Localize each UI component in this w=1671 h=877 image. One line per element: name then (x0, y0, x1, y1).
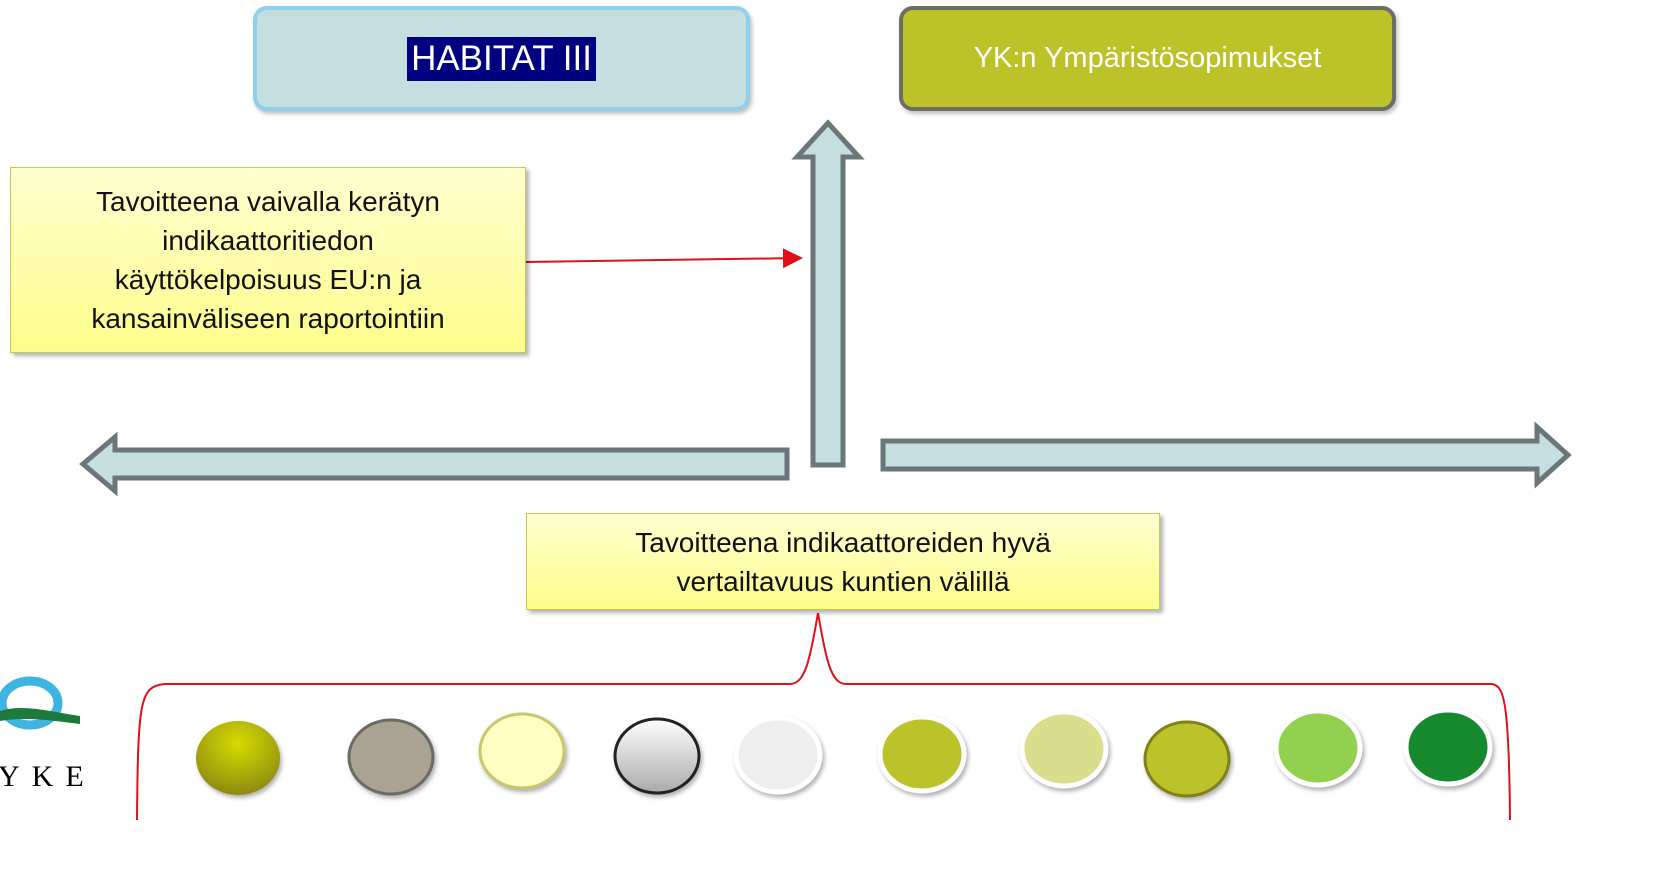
up-arrow (791, 119, 865, 468)
syke-logo-icon (0, 676, 80, 730)
category-circle (196, 721, 280, 795)
comparability-note-text: Tavoitteena indikaattoreiden hyvä vertai… (635, 526, 1051, 597)
category-circle (1143, 720, 1231, 798)
un-environment-conventions-box: YK:n Ympäristösopimukset (899, 6, 1396, 111)
red-connector-arrow (525, 248, 803, 269)
category-circle (877, 714, 967, 794)
category-circle (1019, 709, 1109, 789)
category-circle (1403, 707, 1493, 787)
syke-logo-text: YKE (0, 760, 96, 793)
right-arrow (880, 421, 1572, 489)
habitat-box: HABITAT III (253, 6, 750, 111)
left-arrow (79, 431, 790, 497)
eu-reporting-note: Tavoitteena vaivalla kerätyn indikaattor… (10, 167, 526, 353)
comparability-note: Tavoitteena indikaattoreiden hyvä vertai… (526, 513, 1160, 610)
eu-reporting-note-text: Tavoitteena vaivalla kerätyn indikaattor… (91, 186, 445, 334)
category-circle (733, 715, 823, 795)
category-circle (613, 717, 701, 795)
category-circle (478, 712, 566, 790)
category-circle (347, 718, 435, 796)
red-brace (136, 612, 1511, 821)
un-environment-conventions-title: YK:n Ympäristösopimukset (973, 42, 1322, 74)
category-circle (1273, 708, 1363, 788)
category-circles (196, 707, 1493, 798)
habitat-title: HABITAT III (407, 36, 596, 81)
